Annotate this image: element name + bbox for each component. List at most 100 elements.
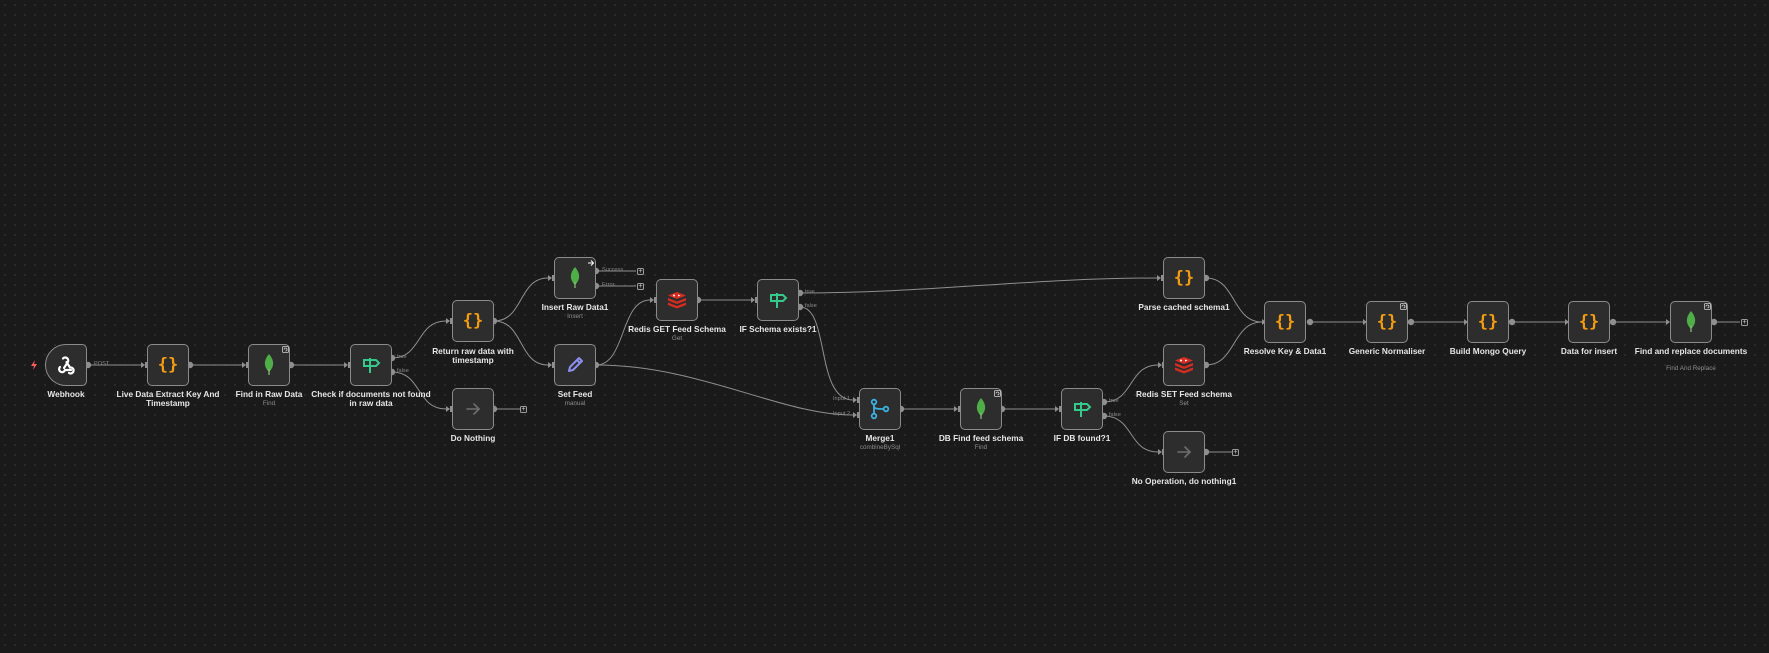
node-check-documents-label: Check if documents not found in raw data <box>311 389 431 409</box>
node-insert-raw-subtitle: Insert <box>567 313 583 320</box>
insert-error-label: Error <box>602 282 615 288</box>
if-signpost-icon <box>770 293 788 308</box>
node-redis-set-subtitle: Set <box>1179 400 1189 407</box>
code-braces-icon: {} <box>1173 267 1195 288</box>
node-do-nothing-label: Do Nothing <box>450 433 496 443</box>
edge-check-false-do-nothing <box>391 371 447 410</box>
code-braces-icon: {} <box>1477 311 1499 332</box>
edge-set-feed-merge-input2 <box>595 364 854 416</box>
node-webhook[interactable] <box>45 344 87 386</box>
edge-return-raw-insert <box>493 277 549 322</box>
arrow-right-icon <box>466 403 481 415</box>
node-set-feed-label: Set Feed <box>557 389 593 399</box>
mongodb-leaf-icon <box>570 267 580 288</box>
webhook-icon <box>58 356 75 375</box>
node-return-raw-data[interactable]: {} <box>452 300 494 342</box>
node-set-feed[interactable] <box>554 344 596 386</box>
node-if-schema-label: IF Schema exists?1 <box>739 324 817 334</box>
add-node-plus-button[interactable]: + <box>1741 319 1748 326</box>
node-merge-label: Merge1 <box>865 433 895 443</box>
node-find-replace-subtitle: Find And Replace <box>1666 365 1716 372</box>
node-db-find-label: DB Find feed schema <box>938 433 1024 443</box>
edge-set-feed-redis-get <box>595 299 651 366</box>
node-resolve-key-data[interactable]: {} <box>1264 301 1306 343</box>
mongodb-leaf-icon <box>264 354 274 375</box>
edge-check-true-return-raw <box>391 320 447 359</box>
node-redis-set-label: Redis SET Feed schema <box>1136 389 1232 399</box>
insert-success-label: Success <box>602 267 624 273</box>
redis-icon <box>668 292 686 309</box>
node-redis-get-label: Redis GET Feed Schema <box>628 324 726 334</box>
node-do-nothing[interactable] <box>452 388 494 430</box>
node-insert-raw-label: Insert Raw Data1 <box>541 302 609 312</box>
node-no-operation[interactable] <box>1163 431 1205 473</box>
trigger-lightning-icon <box>31 360 37 370</box>
edge-if-schema-true-parse-cached <box>799 277 1158 294</box>
edge-return-raw-set-feed <box>493 320 549 366</box>
code-braces-icon: {} <box>157 354 179 375</box>
node-db-find-schema[interactable] <box>960 388 1002 430</box>
if-schema-true-label: true <box>805 289 815 295</box>
code-braces-icon: {} <box>1376 311 1398 332</box>
node-find-raw-data[interactable] <box>248 344 290 386</box>
add-node-plus-button[interactable]: + <box>637 268 644 275</box>
node-data-for-insert[interactable]: {} <box>1568 301 1610 343</box>
node-generic-normaliser[interactable]: {} <box>1366 301 1408 343</box>
if-db-false-label: false <box>1109 412 1121 418</box>
pencil-icon <box>568 357 583 372</box>
redis-icon <box>1175 357 1193 374</box>
edge-if-db-true-redis-set <box>1103 364 1159 403</box>
add-node-plus-button[interactable]: + <box>1232 449 1239 456</box>
refresh-badge-icon <box>282 346 289 353</box>
node-parse-cached-label: Parse cached schema1 <box>1138 302 1230 312</box>
if-signpost-icon <box>1074 402 1092 417</box>
arrow-out-badge-icon <box>588 260 595 266</box>
node-build-query-label: Build Mongo Query <box>1449 346 1527 356</box>
webhook-post-label: POST <box>94 361 110 367</box>
add-node-plus-button[interactable]: + <box>520 406 527 413</box>
code-braces-icon: {} <box>1578 311 1600 332</box>
merge-input2-label: Input 2 <box>833 411 851 417</box>
node-find-raw-label: Find in Raw Data <box>235 389 303 399</box>
node-insert-raw-data[interactable] <box>554 257 596 299</box>
node-build-mongo-query[interactable]: {} <box>1467 301 1509 343</box>
edge-if-db-false-no-op <box>1103 415 1159 453</box>
node-merge-subtitle: combineBySql <box>859 444 901 451</box>
edge-parse-cached-resolve <box>1205 277 1263 323</box>
node-find-raw-subtitle: Find <box>262 400 276 407</box>
node-if-db-found[interactable] <box>1061 388 1103 430</box>
node-return-raw-label: Return raw data with timestamp <box>432 346 514 366</box>
node-db-find-subtitle: Find <box>974 444 988 451</box>
edge-if-schema-false-merge-input1 <box>799 306 854 401</box>
node-resolve-label: Resolve Key & Data1 <box>1243 346 1327 356</box>
code-braces-icon: {} <box>1274 311 1296 332</box>
merge-icon <box>870 398 890 420</box>
node-data-insert-label: Data for insert <box>1560 346 1618 356</box>
add-node-plus-button[interactable]: + <box>637 283 644 290</box>
check-true-label: true <box>397 354 407 360</box>
node-find-replace-label: Find and replace documents <box>1634 346 1748 356</box>
if-db-true-label: true <box>1109 398 1119 404</box>
mongodb-leaf-icon <box>976 398 986 419</box>
node-live-data-extract[interactable]: {} <box>147 344 189 386</box>
refresh-badge-icon <box>1704 303 1711 310</box>
node-redis-get-subtitle: Get <box>671 335 683 342</box>
node-webhook-label: Webhook <box>47 389 85 399</box>
node-merge[interactable] <box>859 388 901 430</box>
refresh-badge-icon <box>994 390 1001 397</box>
mongodb-leaf-icon <box>1686 311 1696 332</box>
node-if-db-label: IF DB found?1 <box>1053 433 1111 443</box>
code-braces-icon: {} <box>462 310 484 331</box>
node-normaliser-label: Generic Normaliser <box>1348 346 1426 356</box>
node-if-schema-exists[interactable] <box>757 279 799 321</box>
node-no-operation-label: No Operation, do nothing1 <box>1131 476 1237 486</box>
check-false-label: false <box>397 368 409 374</box>
edge-redis-set-resolve <box>1205 321 1263 366</box>
node-redis-set[interactable] <box>1163 344 1205 386</box>
node-check-documents[interactable] <box>350 344 392 386</box>
node-find-replace-documents[interactable] <box>1670 301 1712 343</box>
merge-input1-label: Input 1 <box>833 396 851 402</box>
node-redis-get[interactable] <box>656 279 698 321</box>
node-parse-cached-schema[interactable]: {} <box>1163 257 1205 299</box>
